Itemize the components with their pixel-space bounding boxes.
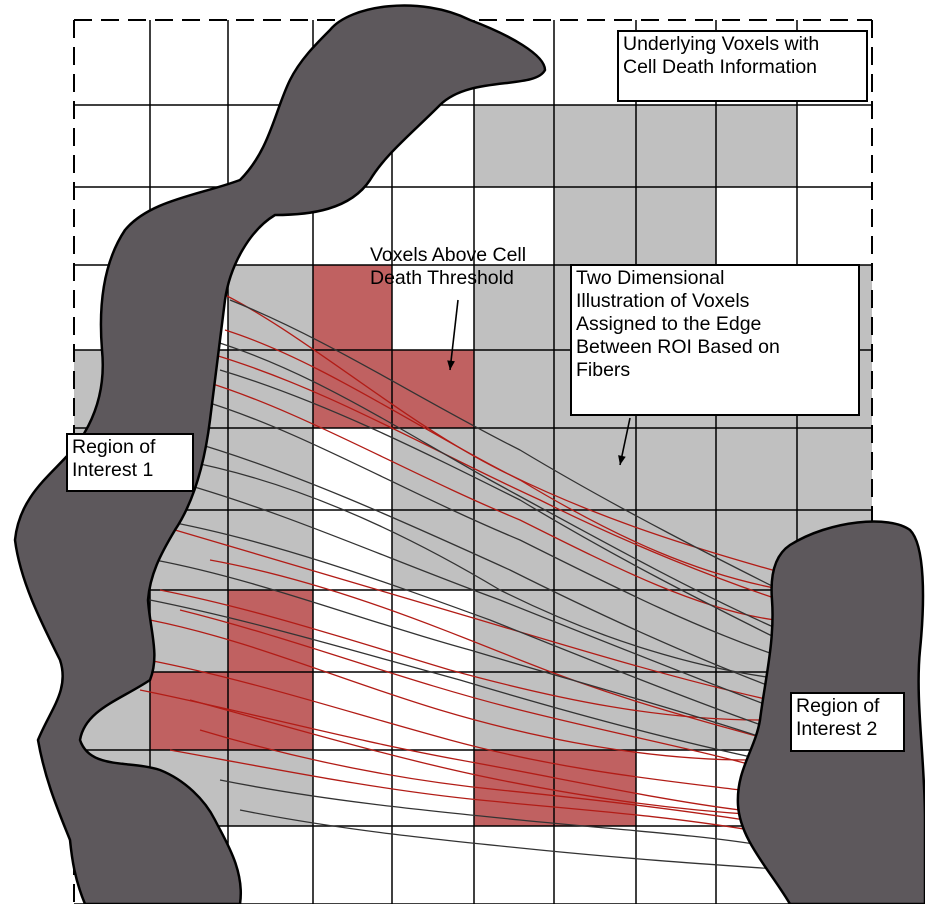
- edge-voxel: [228, 265, 313, 350]
- edge-voxel: [228, 428, 313, 510]
- dead-voxel: [228, 590, 313, 672]
- label-roi1: Region of Interest 1: [66, 433, 194, 492]
- dead-voxel: [554, 750, 636, 826]
- label-two-dimensional: Two Dimensional Illustration of Voxels A…: [570, 264, 860, 416]
- edge-voxel: [554, 590, 636, 672]
- edge-voxel: [716, 428, 797, 510]
- label-voxels-info: Underlying Voxels with Cell Death Inform…: [617, 30, 868, 102]
- edge-voxel: [228, 750, 313, 826]
- edge-voxel: [554, 105, 636, 187]
- edge-voxel: [636, 187, 716, 265]
- edge-voxel: [474, 105, 554, 187]
- edge-voxel: [474, 350, 554, 428]
- edge-voxel: [474, 672, 554, 750]
- dead-voxel: [150, 672, 228, 750]
- edge-voxel: [716, 105, 797, 187]
- dead-voxel: [228, 672, 313, 750]
- edge-voxel: [636, 105, 716, 187]
- label-roi2: Region of Interest 2: [790, 692, 905, 752]
- edge-voxel: [554, 428, 636, 510]
- edge-voxel: [474, 590, 554, 672]
- label-above-threshold: Voxels Above Cell Death Threshold: [370, 244, 570, 290]
- edge-voxel: [392, 428, 474, 510]
- edge-voxel: [636, 428, 716, 510]
- dead-voxel: [313, 350, 392, 428]
- edge-voxel: [474, 510, 554, 590]
- edge-voxel: [797, 428, 872, 510]
